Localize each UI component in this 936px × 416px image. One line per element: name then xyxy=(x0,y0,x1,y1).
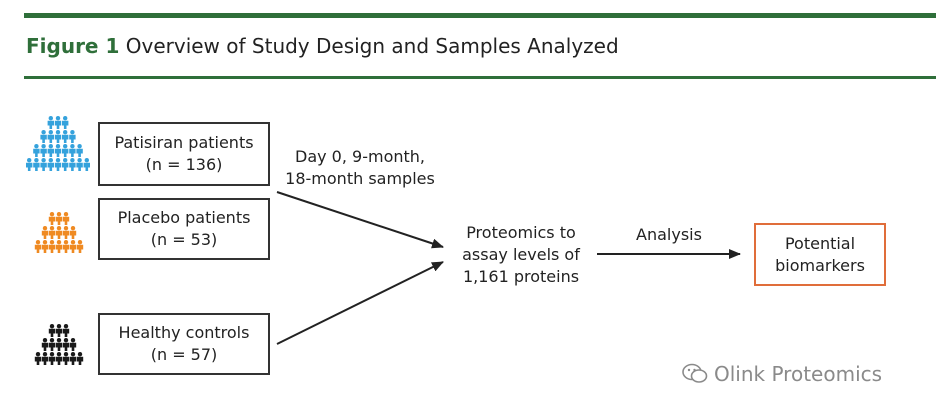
placebo-box: Placebo patients (n = 53) xyxy=(98,198,270,260)
figure-label: Figure 1 xyxy=(26,34,120,58)
biomarkers-line-1: Potential xyxy=(784,233,856,253)
watermark: Olink Proteomics xyxy=(682,362,882,386)
analysis-label: Analysis xyxy=(636,225,702,244)
proteomics-line-3: 1,161 proteins xyxy=(462,267,580,286)
patisiran-n: (n = 136) xyxy=(145,155,223,174)
samples-line-1: Day 0, 9-month, xyxy=(295,147,425,166)
wechat-icon xyxy=(682,363,708,383)
patisiran-label: Patisiran patients xyxy=(114,133,254,152)
patisiran-people-icon xyxy=(26,116,90,171)
proteomics-line-2: assay levels of xyxy=(462,245,580,264)
proteomics-label: Proteomics to assay levels of 1,161 prot… xyxy=(452,222,590,288)
placebo-label: Placebo patients xyxy=(117,208,251,227)
proteomics-line-1: Proteomics to xyxy=(466,223,576,242)
controls-label: Healthy controls xyxy=(118,323,250,342)
biomarkers-line-2: biomarkers xyxy=(775,255,865,275)
samples-label: Day 0, 9-month, 18-month samples xyxy=(280,146,440,190)
figure-title-text: Overview of Study Design and Samples Ana… xyxy=(125,34,619,58)
figure-title: Figure 1 Overview of Study Design and Sa… xyxy=(26,34,619,58)
title-rule xyxy=(24,76,936,79)
biomarkers-box: Potential biomarkers xyxy=(754,223,886,286)
top-rule xyxy=(24,13,936,18)
watermark-text: Olink Proteomics xyxy=(714,362,883,386)
arrow-controls-to-proteomics xyxy=(276,261,444,345)
controls-people-icon xyxy=(34,324,84,365)
placebo-people-icon xyxy=(34,212,84,253)
controls-box: Healthy controls (n = 57) xyxy=(98,313,270,375)
samples-line-2: 18-month samples xyxy=(285,169,435,188)
patisiran-box: Patisiran patients (n = 136) xyxy=(98,122,270,186)
arrow-samples-to-proteomics xyxy=(276,191,444,249)
controls-n: (n = 57) xyxy=(150,345,218,364)
placebo-n: (n = 53) xyxy=(150,230,218,249)
